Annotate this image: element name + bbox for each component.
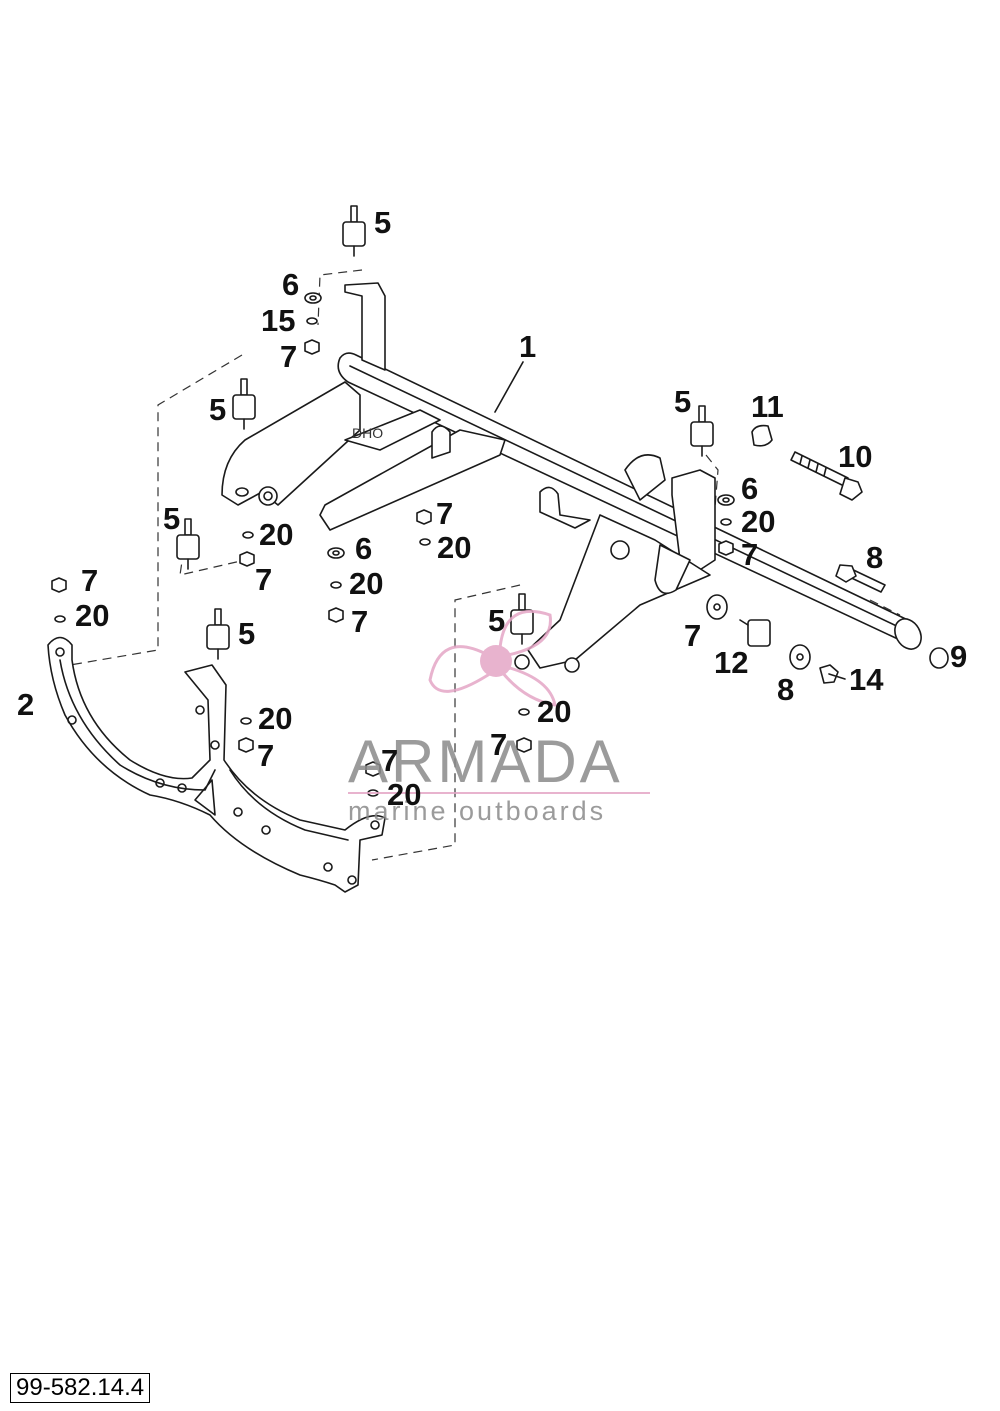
- armada-watermark: ARMADA marine outboards: [348, 610, 650, 826]
- callout-7i: 7: [741, 537, 758, 572]
- rubber-mount: [232, 378, 256, 430]
- callout-20i: 20: [741, 504, 775, 539]
- figure-code-label: 99-582.14.4: [10, 1373, 151, 1403]
- engine-support-frame: DHO: [221, 282, 922, 673]
- callout-6c: 6: [741, 471, 758, 506]
- callout-20e: 20: [75, 598, 109, 633]
- callout-7c: 7: [255, 562, 272, 597]
- callout-5d: 5: [238, 616, 255, 651]
- nut-parts: [51, 339, 734, 777]
- rubber-mount: [690, 405, 714, 457]
- bolt-parts: [739, 424, 949, 684]
- callout-5f: 5: [674, 384, 691, 419]
- callout-5c: 5: [163, 501, 180, 536]
- callout-7d: 7: [81, 563, 98, 598]
- callout-6a: 6: [282, 267, 299, 302]
- callout-11: 10: [838, 439, 872, 474]
- callout-7e: 7: [351, 604, 368, 639]
- callout-2: 2: [17, 687, 34, 722]
- rubber-mount: [342, 205, 366, 257]
- callout-20b: 20: [259, 517, 293, 552]
- watermark-tagline: marine outboards: [348, 796, 606, 826]
- callout-7a: 7: [280, 339, 297, 374]
- propeller-logo: [428, 610, 557, 707]
- callout-9: 8: [866, 540, 883, 575]
- callout-7h: 7: [381, 743, 398, 778]
- callout-8b: 8: [777, 672, 794, 707]
- callout-14: 12: [714, 645, 748, 680]
- callout-7g: 7: [490, 727, 507, 762]
- callout-15: 14: [849, 662, 884, 697]
- callout-7f: 7: [257, 738, 274, 773]
- rubber-mount: [176, 518, 200, 570]
- rubber-mount: [510, 593, 534, 645]
- watermark-brand: ARMADA: [348, 728, 623, 795]
- callout-20h: 20: [387, 777, 421, 812]
- rubber-mount: [206, 608, 230, 660]
- callout-8a: 7: [684, 618, 701, 653]
- callout-20c: 20: [437, 530, 471, 565]
- callout-20a: 15: [261, 303, 295, 338]
- callout-10: 9: [950, 639, 967, 674]
- callout-12: 11: [751, 389, 784, 424]
- callout-5b: 5: [209, 392, 226, 427]
- callout-20g: 20: [537, 694, 571, 729]
- svg-text:DHO: DHO: [352, 425, 383, 441]
- callout-20d: 20: [349, 566, 383, 601]
- callout-7b: 7: [436, 496, 453, 531]
- callout-20f: 20: [258, 701, 292, 736]
- leader-line-1: [494, 361, 524, 413]
- callout-5a: 5: [374, 205, 391, 240]
- lower-mounting-bracket: [47, 636, 386, 893]
- callout-labels: 1 2 5 5 5 5 5 5 6 6 6 7 7 7 7 7 7 7 7 7 …: [17, 205, 967, 812]
- callout-1: 1: [519, 329, 536, 364]
- callout-6b: 6: [355, 531, 372, 566]
- callout-5e: 5: [488, 603, 505, 638]
- washer-parts: [54, 292, 811, 797]
